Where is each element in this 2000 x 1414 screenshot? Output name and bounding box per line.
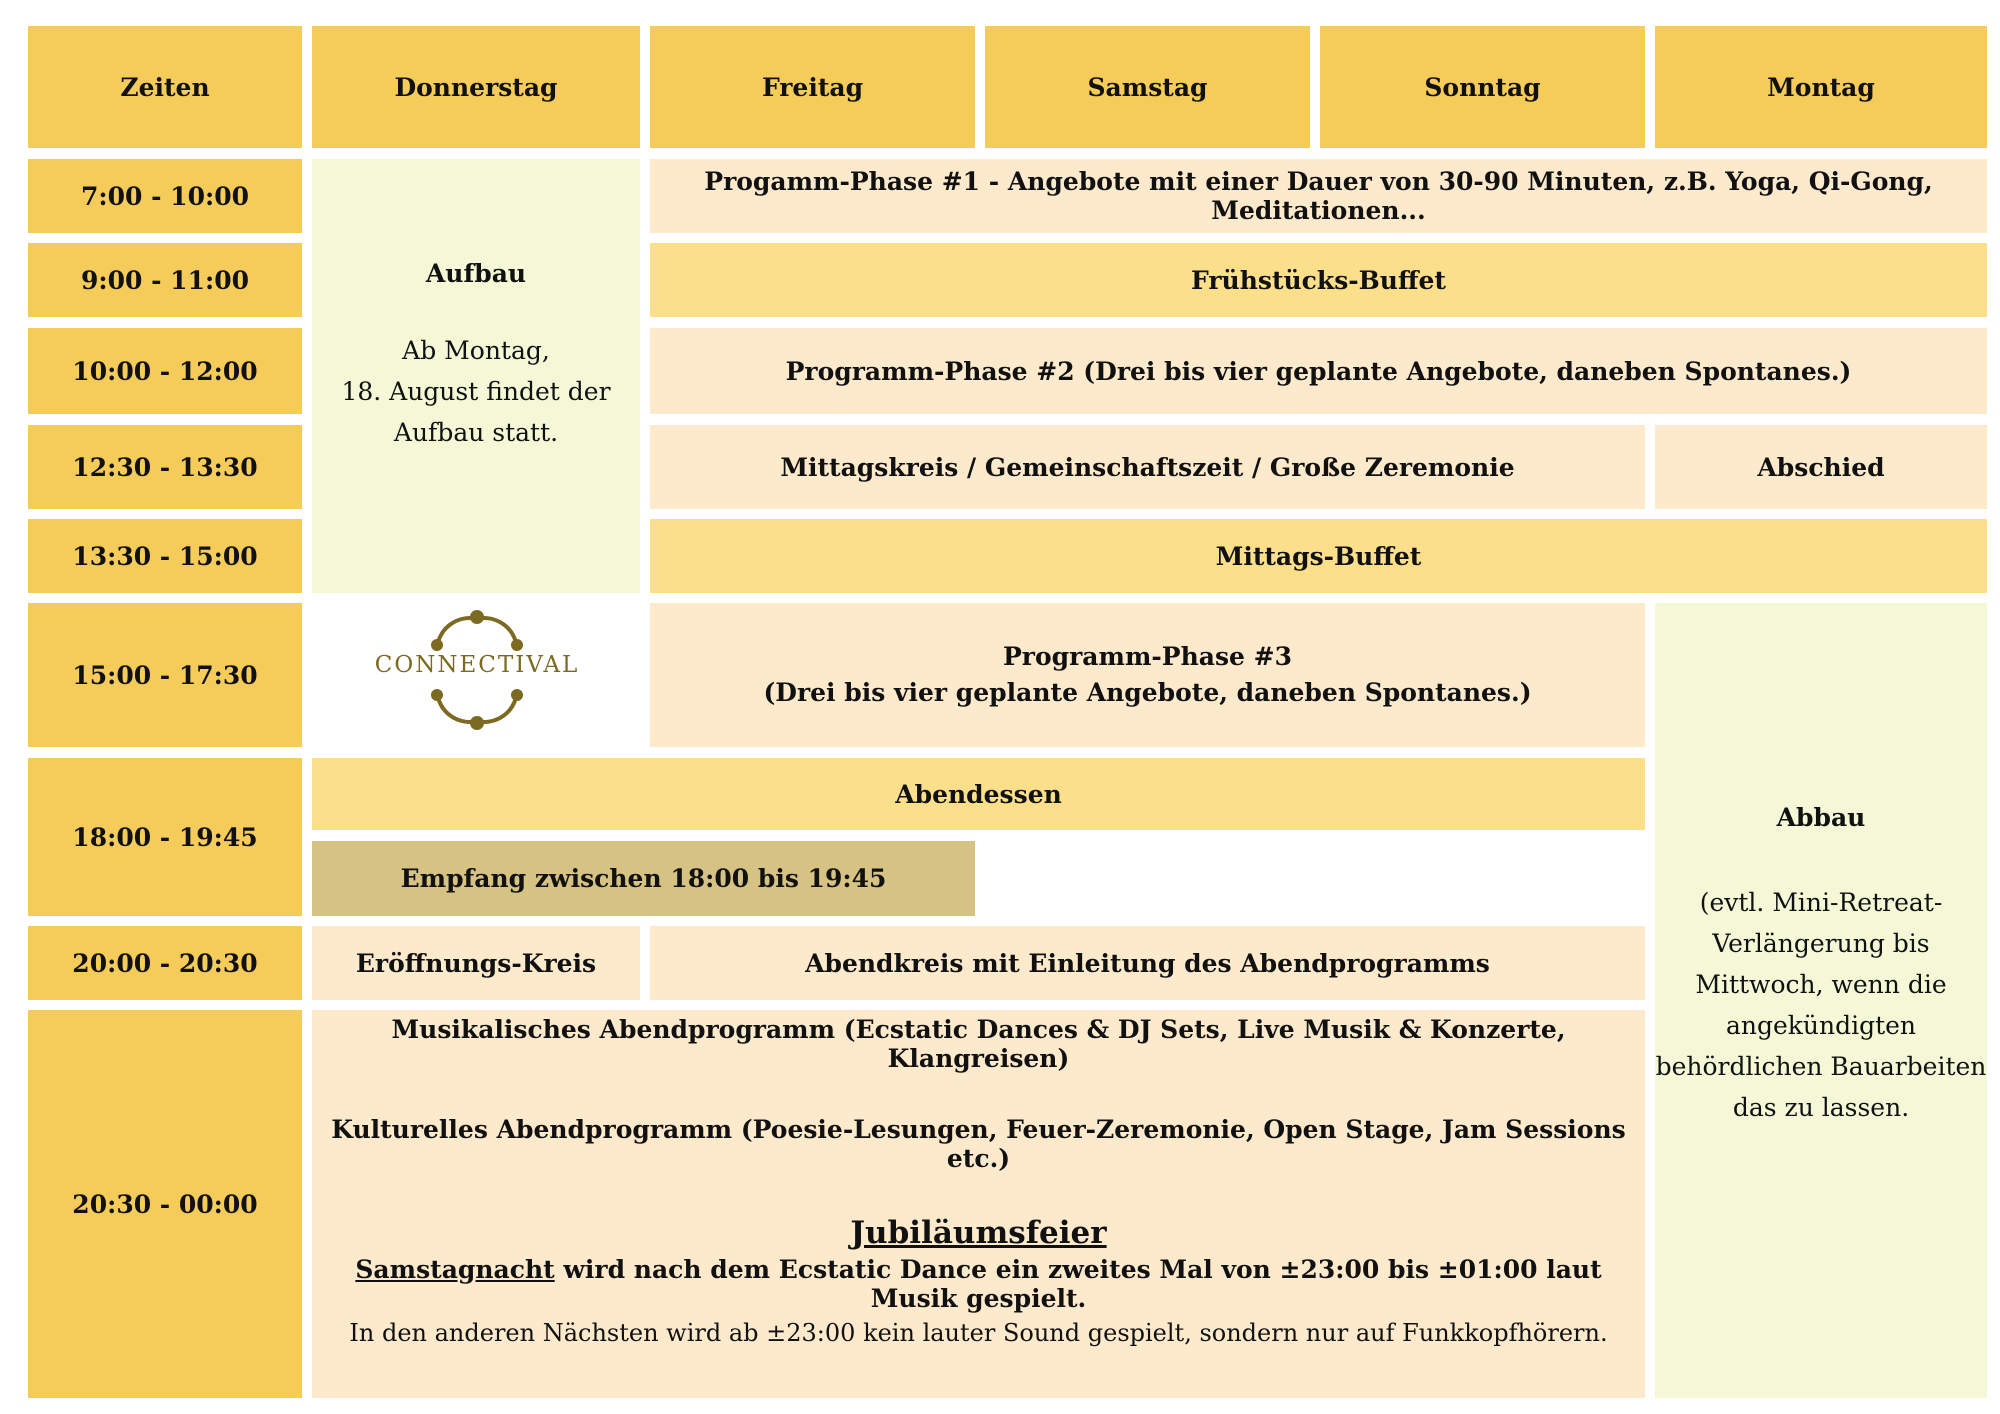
- time-slot: 20:00 - 20:30: [28, 926, 302, 1000]
- time-slot: 12:30 - 13:30: [28, 425, 302, 509]
- header-samstag: Samstag: [985, 26, 1310, 148]
- time-slot: 20:30 - 00:00: [28, 1010, 302, 1398]
- reception: Empfang zwischen 18:00 bis 19:45: [312, 841, 975, 916]
- time-slot: 9:00 - 11:00: [28, 243, 302, 317]
- music-program: Musikalisches Abendprogramm (Ecstatic Da…: [391, 1015, 1566, 1073]
- time-slot: 13:30 - 15:00: [28, 519, 302, 593]
- program-phase-1: Progamm-Phase #1 - Angebote mit einer Da…: [650, 159, 1987, 233]
- saturday-night-text: Samstagnacht wird nach dem Ecstatic Danc…: [312, 1255, 1645, 1313]
- farewell: Abschied: [1655, 425, 1987, 509]
- aufbau-text-line: Aufbau statt.: [393, 418, 559, 447]
- lunch-circle: Mittagskreis / Gemeinschaftszeit / Große…: [650, 425, 1645, 509]
- program-phase-2: Programm-Phase #2 (Drei bis vier geplant…: [650, 328, 1987, 414]
- abbau-text-line: Verlängerung bis: [1712, 929, 1930, 958]
- dinner: Abendessen: [312, 758, 1645, 830]
- logo-text: CONNECTIVAL: [374, 652, 580, 678]
- other-nights-note: In den anderen Nächsten wird ab ±23:00 k…: [349, 1319, 1608, 1347]
- time-slot: 7:00 - 10:00: [28, 159, 302, 233]
- abbau-text-line: (evtl. Mini-Retreat-: [1699, 888, 1943, 917]
- time-slot: 10:00 - 12:00: [28, 328, 302, 414]
- evening-program: Musikalisches Abendprogramm (Ecstatic Da…: [312, 1010, 1645, 1398]
- time-slot: 18:00 - 19:45: [28, 758, 302, 916]
- phase3-title: Programm-Phase #3: [1003, 642, 1292, 671]
- aufbau-text-line: Ab Montag,: [402, 336, 550, 365]
- header-donnerstag: Donnerstag: [312, 26, 640, 148]
- logo-emblem-icon: [431, 610, 523, 730]
- saturday-night-word: Samstagnacht: [355, 1255, 555, 1284]
- time-slot: 15:00 - 17:30: [28, 603, 302, 747]
- header-sonntag: Sonntag: [1320, 26, 1645, 148]
- opening-circle: Eröffnungs-Kreis: [312, 926, 640, 1000]
- abbau-text-line: behördlichen Bauarbeiten: [1655, 1052, 1987, 1081]
- header-freitag: Freitag: [650, 26, 975, 148]
- header-montag: Montag: [1655, 26, 1987, 148]
- abbau-text-line: das zu lassen.: [1732, 1093, 1910, 1122]
- program-phase-3: Programm-Phase #3 (Drei bis vier geplant…: [650, 603, 1645, 747]
- lunch-buffet: Mittags-Buffet: [650, 519, 1987, 593]
- connectival-logo: CONNECTIVAL: [312, 600, 642, 740]
- phase3-subtitle: (Drei bis vier geplante Angebote, danebe…: [763, 678, 1532, 707]
- abbau-block: Abbau (evtl. Mini-Retreat- Verlängerung …: [1655, 603, 1987, 1398]
- abbau-title: Abbau: [1776, 803, 1866, 832]
- anniversary-title: Jubiläumsfeier: [850, 1215, 1107, 1251]
- abbau-text-line: angekündigten: [1725, 1011, 1917, 1040]
- aufbau-title: Aufbau: [425, 259, 527, 288]
- evening-circle: Abendkreis mit Einleitung des Abendprogr…: [650, 926, 1645, 1000]
- breakfast-buffet: Frühstücks-Buffet: [650, 243, 1987, 317]
- abbau-text-line: Mittwoch, wenn die: [1695, 970, 1947, 999]
- aufbau-text-line: 18. August findet der: [341, 377, 611, 406]
- aufbau-block: Aufbau Ab Montag, 18. August findet der …: [312, 159, 640, 593]
- saturday-night-rest: wird nach dem Ecstatic Dance ein zweites…: [554, 1255, 1602, 1313]
- header-times: Zeiten: [28, 26, 302, 148]
- culture-program: Kulturelles Abendprogramm (Poesie-Lesung…: [331, 1115, 1626, 1173]
